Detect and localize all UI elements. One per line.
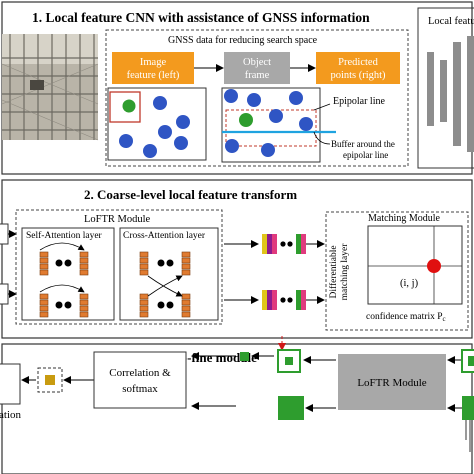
confidence-label: confidence matrix Pc [366,311,446,323]
predicted-points-box [316,52,400,84]
object-frame-label-1: Object [243,57,271,68]
buffer-label-1: Buffer around the [331,139,395,149]
loftr-module-label-3: LoFTR Module [357,377,426,389]
buffer-pointer [313,131,331,145]
confidence-matrix [367,225,463,305]
predicted-points-label-2: points (right) [330,70,386,81]
local-feature-panel [417,7,474,169]
cnn-layer-stack [427,36,474,152]
left-image-panel [107,87,207,161]
feature-patch-small [240,352,249,361]
epipolar-pointer [313,103,331,111]
diff-matching-label-2: matching layer [340,243,350,301]
correlation-label-1: Correlation & [109,367,171,379]
loftr-module-label: LoFTR Module [84,214,151,225]
local-feature-label: Local featu [428,16,474,27]
self-attention-glyph-bottom [39,284,89,318]
output-label-fragment: ation [0,409,21,421]
loftr-module-box [15,209,223,325]
input-bottom-box [0,283,9,305]
self-attention-label: Self-Attention layer [26,230,103,241]
match-point [427,259,441,273]
output-box [0,363,21,405]
matching-module-label: Matching Module [368,213,440,224]
gnss-label: GNSS data for reducing search space [168,35,318,46]
predicted-points-label-1: Predicted [338,57,378,68]
input-patch-bottom [462,396,474,420]
cross-attention-glyph [139,251,191,318]
right-image-panel [221,87,336,163]
image-feature-box [112,52,194,84]
scaffold-photo [1,34,99,141]
cross-attention-box [119,227,219,321]
coarse-feature-bar-bottom [262,290,306,310]
self-attention-glyph-top [39,242,89,276]
image-feature-label-2: feature (left) [127,70,180,81]
section2-frame [1,179,473,339]
buffer-label-2: epipolar line [343,150,388,160]
feature-patch-bottom [278,396,304,420]
correlation-label-2: softmax [122,383,158,395]
cross-attention-label: Cross-Attention layer [123,231,206,241]
matching-module-box [325,211,469,331]
correlation-box [93,351,187,409]
image-feature-label-1: Image [140,57,167,68]
input-top-box [0,223,9,245]
section1-title: 1. Local feature CNN with assistance of … [32,10,370,25]
gnss-dashed-box [105,29,409,167]
self-attention-box [21,227,115,321]
coarse-feature-bar-top [262,234,306,254]
object-frame-box [224,52,290,84]
diff-matching-label-1: Differentiable [328,245,339,298]
object-frame-label-2: frame [245,70,270,81]
epipolar-label: Epipolar line [333,96,385,107]
loftr-module-gray-box [338,354,446,410]
section2-title: 2. Coarse-level local feature transform [84,187,297,202]
ij-label: (i, j) [400,278,419,289]
